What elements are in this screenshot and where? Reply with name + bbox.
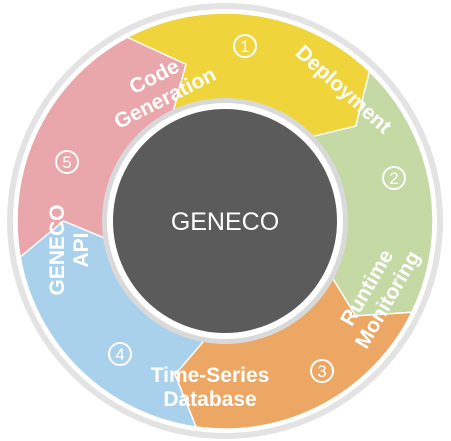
step-badge-2-ring [382,166,406,190]
step-badge-1: 1 [233,34,257,58]
step-badge-3-ring [310,359,334,383]
step-badge-3: 3 [310,359,334,383]
segment-4-label-line-2: Database [163,388,256,411]
step-badge-5-number: 5 [62,153,71,172]
segment-4-label-line-1: Time-Series [151,364,270,387]
step-badge-3-number: 3 [317,362,326,381]
step-badge-4: 4 [108,342,132,366]
center-label: GENECO [171,208,279,236]
step-badge-2: 2 [382,166,406,190]
step-badge-5-ring [55,150,79,174]
step-badge-4-number: 4 [115,345,124,364]
step-badge-4-ring [108,342,132,366]
segment-5-label-line-1: GENECO [46,204,69,295]
segment-4-label: Time-Series Database [151,364,270,411]
center-circle [113,109,337,333]
step-badge-1-number: 1 [240,37,249,56]
segment-5-label-line-2: API [70,232,93,267]
step-badge-1-ring [233,34,257,58]
step-badge-5: 5 [55,150,79,174]
segment-5-label: GENECO API [46,204,93,295]
step-badge-2-number: 2 [389,169,398,188]
